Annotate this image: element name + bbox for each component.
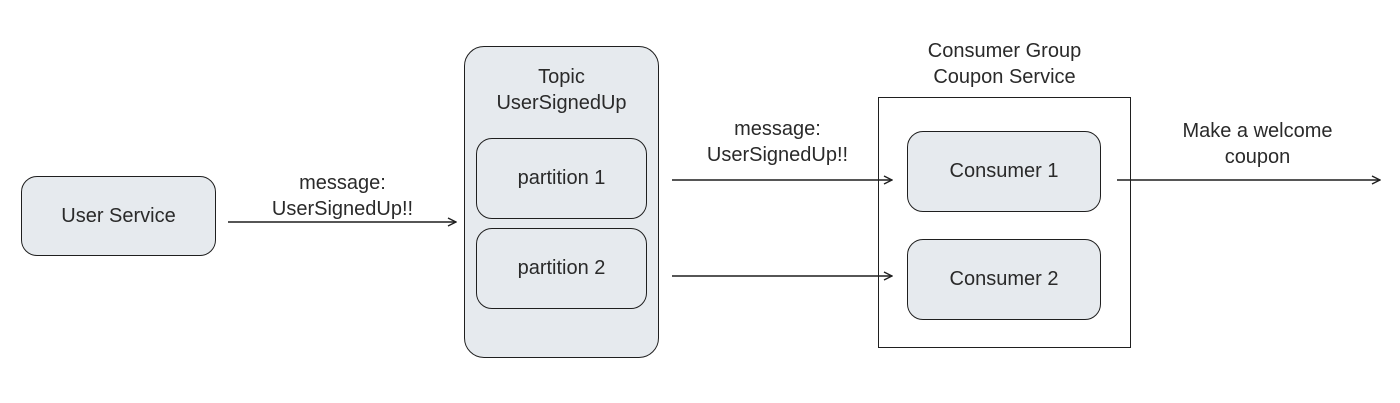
user-service-label: User Service: [61, 204, 176, 227]
consumer-2-node: Consumer 2: [907, 239, 1101, 320]
outcome-label-line1: Make a welcome: [1182, 120, 1333, 142]
topic-title-line2: UserSignedUp: [496, 92, 627, 114]
outcome-label: Make a welcome coupon: [1150, 118, 1365, 170]
consumer-group-frame: [878, 97, 1131, 348]
consumer-group-title-line2: Coupon Service: [933, 66, 1076, 88]
user-service-node: User Service: [21, 176, 216, 256]
message-label-publish-line1: message:: [299, 172, 386, 194]
topic-title: Topic UserSignedUp: [464, 64, 659, 116]
consumer-group-title-line1: Consumer Group: [927, 40, 1082, 62]
message-label-consume: message: UserSignedUp!!: [690, 116, 865, 168]
outcome-label-line2: coupon: [1224, 146, 1291, 168]
partition-1-node: partition 1: [476, 138, 647, 219]
message-label-consume-line2: UserSignedUp!!: [706, 144, 849, 166]
message-label-publish: message: UserSignedUp!!: [255, 170, 430, 222]
partition-2-node: partition 2: [476, 228, 647, 309]
message-label-publish-line2: UserSignedUp!!: [271, 198, 414, 220]
message-label-consume-line1: message:: [734, 118, 821, 140]
consumer-1-label: Consumer 1: [949, 160, 1059, 182]
consumer-1-node: Consumer 1: [907, 131, 1101, 212]
consumer-group-title: Consumer Group Coupon Service: [878, 38, 1131, 90]
topic-title-line1: Topic: [538, 66, 585, 88]
partition-2-label: partition 2: [517, 257, 606, 279]
consumer-2-label: Consumer 2: [949, 268, 1059, 290]
partition-1-label: partition 1: [517, 167, 606, 189]
